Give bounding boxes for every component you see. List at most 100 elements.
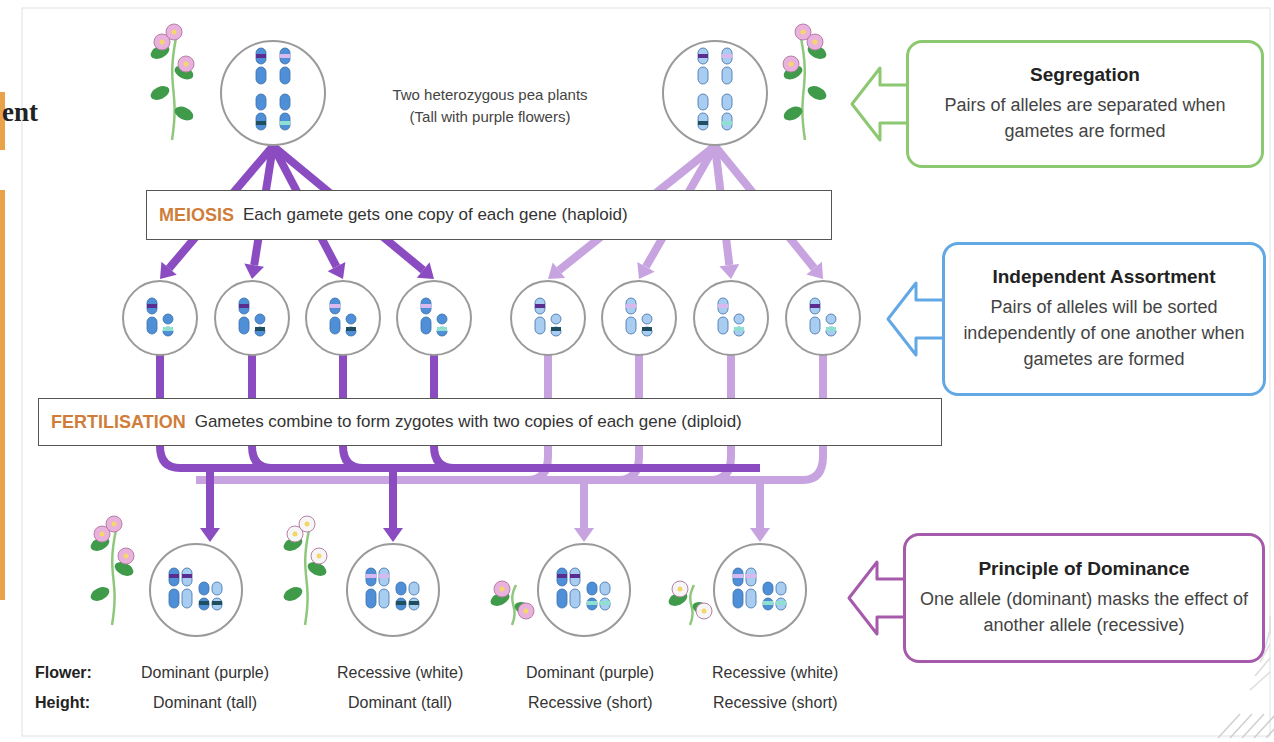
plant-leaf [805, 83, 828, 102]
flower-centre [112, 522, 117, 527]
arrow-head [574, 528, 594, 542]
side-bar [0, 190, 5, 600]
gene-band [199, 601, 209, 605]
chromosome [722, 48, 732, 64]
flower-centre [317, 554, 322, 559]
chromosome [346, 327, 356, 336]
plant-flower [494, 581, 510, 597]
chromosome [182, 568, 192, 586]
gene-band [379, 574, 389, 578]
gene-band [557, 574, 567, 578]
phenotype-label: Dominant (purple) [141, 664, 269, 682]
gene-band [147, 304, 157, 308]
chromosome [626, 298, 636, 314]
callout-arrow [888, 283, 944, 355]
gene-band [256, 54, 266, 58]
chromosome [255, 327, 265, 336]
plant-flower [311, 548, 327, 564]
phenotype-label: Dominant (tall) [153, 694, 257, 712]
plant-flower [795, 24, 811, 40]
chromosome [280, 67, 290, 84]
chromosome [255, 314, 265, 324]
hatch-line [1250, 672, 1270, 690]
cell-circle [347, 544, 439, 636]
box-heading: Segregation [1030, 64, 1140, 86]
chromosome [600, 598, 610, 610]
arrow-head [806, 262, 823, 279]
plant-caption: Two heterozygous pea plants (Tall with p… [385, 84, 595, 128]
chromosome [551, 314, 561, 324]
chromosome [330, 298, 340, 314]
chromosome [535, 298, 545, 314]
callout-arrow [852, 68, 908, 140]
chromosome [734, 314, 744, 324]
plant-flower [696, 603, 712, 619]
gene-band [280, 121, 290, 125]
arrow-head [244, 264, 264, 279]
plant-stem [801, 38, 805, 140]
plant-stem [305, 530, 309, 625]
phenotype-label: Dominant (purple) [526, 664, 654, 682]
gene-band [409, 601, 419, 605]
box-text: Each gamete gets one copy of each gene (… [243, 205, 628, 225]
flower-centre [172, 30, 177, 35]
slide-frame [22, 8, 1270, 736]
flower-centre [100, 532, 105, 537]
flow-line [206, 468, 214, 528]
plant-flower [299, 516, 315, 532]
chromosome [570, 589, 580, 608]
chromosome [212, 582, 222, 595]
gene-band [722, 121, 732, 125]
plant-flower [178, 56, 194, 72]
plant-leaf [281, 584, 304, 603]
chromosome [722, 67, 732, 84]
chromosome [698, 113, 708, 130]
chromosome [169, 568, 179, 586]
box-heading: FERTILISATION [51, 412, 186, 433]
arrow-head [637, 262, 654, 279]
flower-centre [184, 62, 189, 67]
gene-band [587, 601, 597, 605]
gene-band [239, 304, 249, 308]
chromosome [557, 589, 567, 608]
plant-stem [112, 530, 116, 625]
arrow-head [548, 262, 565, 279]
chromosome [147, 317, 157, 334]
arrow-head [383, 528, 403, 542]
flower-centre [678, 587, 683, 592]
chromosome [776, 582, 786, 595]
cell-circle [150, 544, 242, 636]
gene-band [746, 574, 756, 578]
gene-band [600, 601, 610, 605]
row-heading: Height: [35, 694, 90, 712]
chromosome [734, 327, 744, 336]
chromosome [642, 327, 652, 336]
box-text: Pairs of alleles will be sorted independ… [959, 294, 1249, 372]
plant-leaf [781, 104, 804, 123]
cell-circle [215, 281, 289, 355]
hatch-line [1218, 714, 1240, 738]
gene-band [826, 327, 836, 331]
arrow-head [417, 262, 434, 279]
chromosome [396, 598, 406, 610]
gene-band [535, 304, 545, 308]
cell-circle [663, 41, 767, 145]
flower-centre [160, 40, 165, 45]
chromosome [379, 589, 389, 608]
gene-band [763, 601, 773, 605]
chromosome [746, 568, 756, 586]
chromosome [587, 598, 597, 610]
chromosome [746, 589, 756, 608]
gene-band [163, 327, 173, 331]
flow-line [580, 480, 588, 528]
gene-band [421, 304, 431, 308]
cell-circle [221, 41, 325, 145]
chromosome [379, 568, 389, 586]
chromosome [280, 94, 290, 110]
chromosome [169, 589, 179, 608]
cell-circle [397, 281, 471, 355]
chromosome [600, 582, 610, 595]
flower-centre [801, 30, 806, 35]
arrow-head [160, 262, 177, 279]
plant-flower [672, 581, 688, 597]
